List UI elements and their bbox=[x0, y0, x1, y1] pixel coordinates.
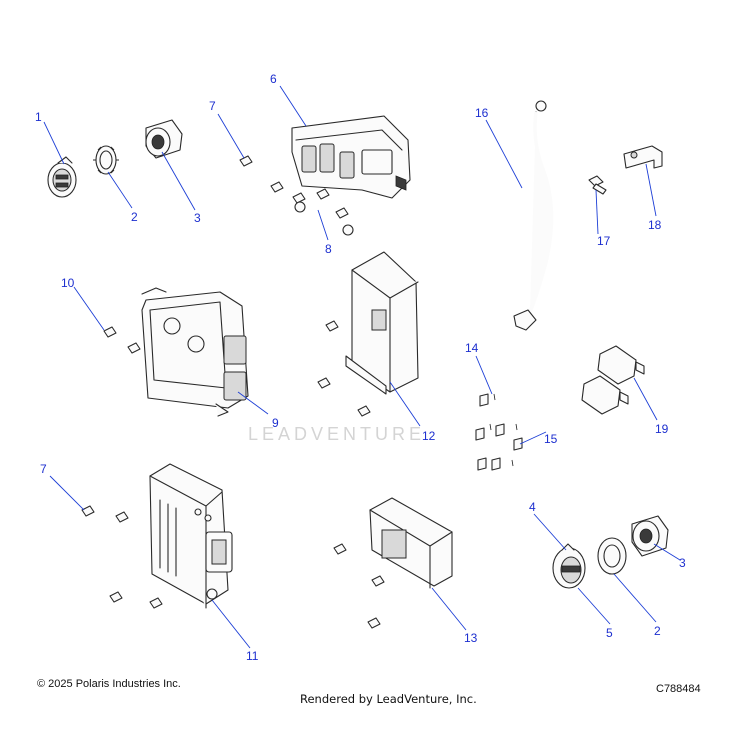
watermark: LEADVENTURE bbox=[248, 424, 425, 444]
retaining-nut-lower-part[interactable] bbox=[597, 537, 627, 575]
rendered-by-credit: Rendered by LeadVenture, Inc. bbox=[300, 692, 477, 706]
callout-19: 19 bbox=[655, 422, 669, 436]
callout-5: 5 bbox=[606, 626, 613, 640]
screw-set-module-13[interactable] bbox=[333, 543, 385, 629]
usb-socket-lower-part[interactable] bbox=[552, 543, 586, 589]
callout-10: 10 bbox=[61, 276, 75, 290]
body-control-module-part[interactable] bbox=[149, 463, 233, 609]
callout-7-lower: 7 bbox=[40, 462, 47, 476]
callout-3-lower: 3 bbox=[679, 556, 686, 570]
screw-set-ecu[interactable] bbox=[103, 326, 141, 354]
leader-lines bbox=[43, 85, 681, 649]
callout-3: 3 bbox=[194, 211, 201, 225]
callout-13: 13 bbox=[464, 631, 478, 645]
callout-2-lower: 2 bbox=[654, 624, 661, 638]
fuse-box-part[interactable] bbox=[291, 115, 411, 199]
accessory-socket-lower-part[interactable] bbox=[631, 515, 669, 557]
auxiliary-module-part[interactable] bbox=[369, 497, 453, 589]
mounting-bracket-part[interactable] bbox=[623, 145, 663, 169]
callout-18: 18 bbox=[648, 218, 662, 232]
callout-8: 8 bbox=[325, 242, 332, 256]
usb-socket-part[interactable] bbox=[47, 156, 77, 198]
accessory-socket-part[interactable] bbox=[145, 119, 183, 159]
callout-9: 9 bbox=[272, 416, 279, 430]
callout-12: 12 bbox=[422, 429, 436, 443]
callout-1: 1 bbox=[35, 110, 42, 124]
screw-set-module-11[interactable] bbox=[81, 505, 163, 609]
callout-4: 4 bbox=[529, 500, 536, 514]
bracket-bolt-part[interactable] bbox=[588, 175, 607, 195]
retaining-nut-part[interactable] bbox=[93, 145, 119, 175]
callout-17: 17 bbox=[597, 234, 611, 248]
callout-14: 14 bbox=[465, 341, 479, 355]
screw-set-top[interactable] bbox=[239, 155, 354, 236]
control-module-part[interactable] bbox=[345, 251, 419, 395]
callout-7-top: 7 bbox=[209, 99, 216, 113]
engine-control-module-part[interactable] bbox=[141, 287, 249, 417]
callout-6: 6 bbox=[270, 72, 277, 86]
screw-set-module-12[interactable] bbox=[317, 320, 371, 417]
callout-16: 16 bbox=[475, 106, 489, 120]
callout-labels: 1 2 3 4 5 2 3 6 7 7 8 9 10 11 12 13 14 1… bbox=[35, 72, 686, 663]
diagram-code: C788484 bbox=[656, 683, 701, 695]
callout-2: 2 bbox=[131, 210, 138, 224]
callout-15: 15 bbox=[544, 432, 558, 446]
copyright-notice: © 2025 Polaris Industries Inc. bbox=[37, 678, 181, 690]
callout-11: 11 bbox=[246, 649, 259, 663]
connector-plugs-part[interactable] bbox=[581, 345, 645, 415]
battery-cable-part[interactable] bbox=[513, 100, 554, 331]
terminal-clips-part[interactable] bbox=[475, 393, 523, 471]
